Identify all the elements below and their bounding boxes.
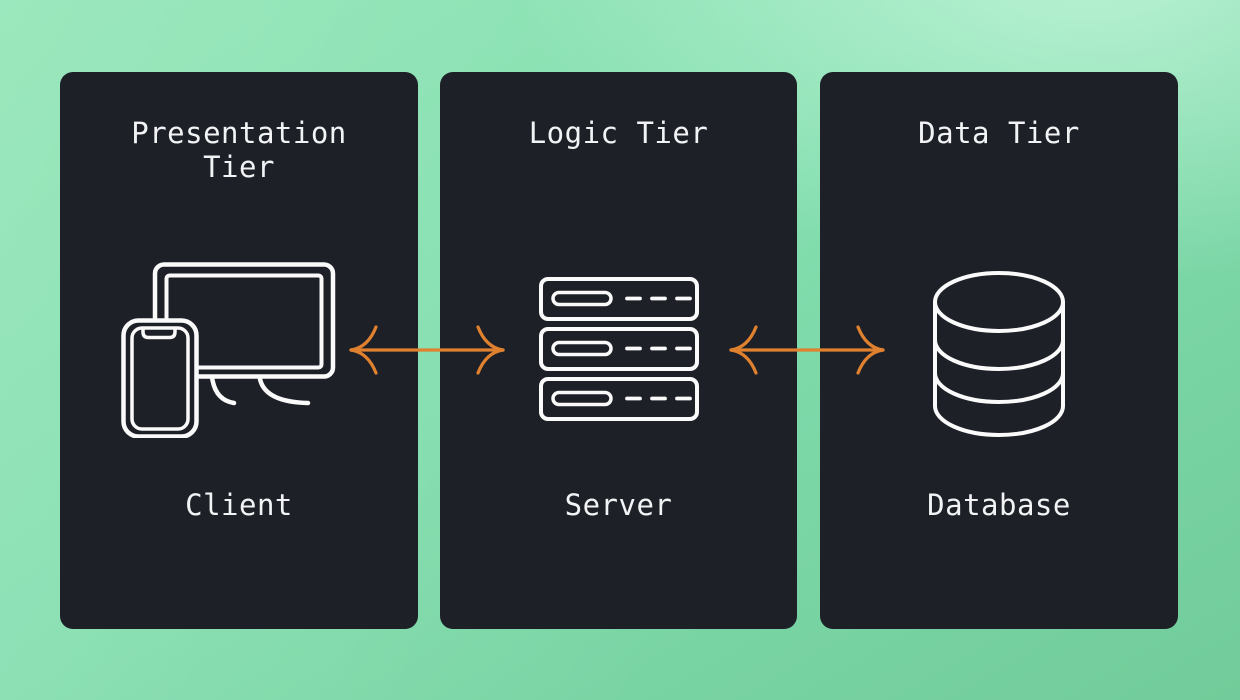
server-stack-icon [539,277,699,421]
tier-title-data: Data Tier [918,116,1080,150]
tier-title-presentation: Presentation Tier [131,116,347,184]
bidirectional-arrow-server-database [729,325,885,375]
tier-label-database: Database [927,488,1071,522]
tier-title-logic: Logic Tier [528,116,709,150]
database-icon [931,270,1067,438]
client-devices-icon [121,262,337,438]
tier-label-client: Client [185,488,293,522]
bidirectional-arrow-client-server [349,325,505,375]
tier-label-server: Server [564,488,673,522]
